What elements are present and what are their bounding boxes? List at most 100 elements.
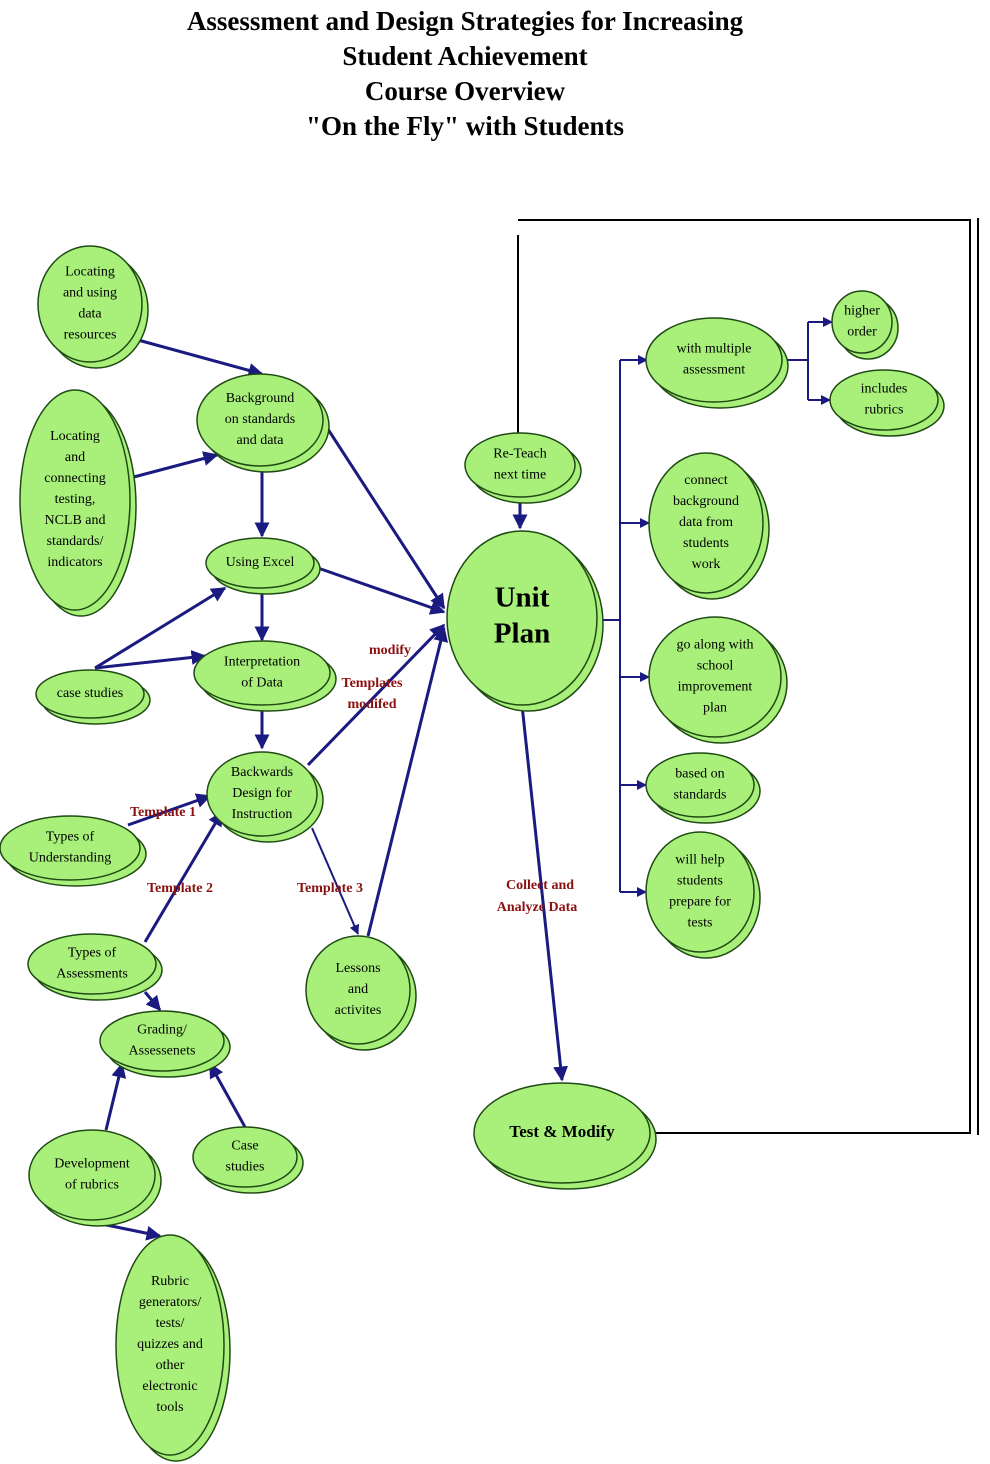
- node-shape: [206, 751, 318, 837]
- node-label: data from: [679, 515, 733, 530]
- node-label: students: [677, 874, 723, 889]
- node-label: order: [847, 325, 877, 340]
- node-label: Plan: [494, 618, 550, 650]
- node-shape: [28, 1129, 156, 1221]
- node-label: Types of: [46, 830, 95, 845]
- edge-arrow: [143, 991, 162, 1012]
- edge-label-collect-2: Analyze Data: [497, 900, 578, 915]
- edge-label-templates-modified-1: Templates: [342, 676, 403, 691]
- node-label: rubrics: [865, 403, 904, 418]
- node-shape: [648, 452, 764, 594]
- node-label: with multiple: [676, 342, 751, 357]
- node-label: data: [78, 307, 102, 322]
- node-label: and: [65, 450, 85, 465]
- node-shape: [446, 530, 598, 706]
- node-label: higher: [844, 304, 880, 319]
- node-background: Background on standards and data: [196, 373, 330, 473]
- node-label: Test & Modify: [509, 1122, 615, 1141]
- edge-arrow: [127, 793, 212, 827]
- node-label: tools: [156, 1400, 183, 1415]
- node-label: activites: [335, 1003, 382, 1018]
- edge-arrow: [208, 1062, 247, 1128]
- node-label: of rubrics: [65, 1178, 119, 1193]
- edge-arrow: [520, 704, 569, 1082]
- edge-arrow: [94, 650, 207, 670]
- node-label: and using: [63, 286, 117, 301]
- node-label: school: [697, 659, 734, 674]
- node-shape: [19, 389, 131, 611]
- node-label: Assessments: [56, 967, 128, 982]
- edge-arrow: [94, 586, 227, 670]
- edge-arrow: [104, 1062, 127, 1131]
- node-grading: Grading/Assessenets: [99, 1010, 231, 1078]
- node-label: plan: [703, 701, 727, 716]
- edge-arrow: [129, 451, 219, 480]
- node-label: background: [673, 494, 739, 509]
- node-label: students: [683, 536, 729, 551]
- edge-arrow: [317, 566, 446, 615]
- node-case-studies-1: case studies: [35, 669, 151, 725]
- edge-label-template2: Template 2: [147, 881, 213, 896]
- node-label: testing,: [55, 492, 96, 507]
- node-label: Background: [226, 391, 294, 406]
- title-line-2: Student Achievement: [342, 41, 588, 71]
- node-label: Development: [54, 1157, 130, 1172]
- node-shape: [205, 537, 315, 589]
- node-shape: [0, 815, 141, 881]
- node-label: and: [348, 982, 368, 997]
- node-shape: [115, 1234, 225, 1456]
- node-shape: [648, 616, 782, 738]
- node-using-excel: Using Excel: [205, 537, 321, 595]
- edge-label-templates-modified-2: modifed: [348, 697, 397, 712]
- node-shape: [645, 752, 755, 818]
- node-multiple-assessment: with multiple assessment: [645, 317, 789, 409]
- node-label: Instruction: [232, 807, 293, 822]
- node-label: assessment: [683, 363, 745, 378]
- node-shape: [305, 935, 411, 1045]
- node-label: Re-Teach: [493, 447, 546, 462]
- node-types-understanding: Types of Understanding: [0, 815, 147, 887]
- edge-arrow: [143, 810, 224, 943]
- node-label: work: [692, 557, 721, 572]
- node-label: other: [156, 1358, 185, 1373]
- node-label: based on: [675, 767, 724, 782]
- node-label: Understanding: [29, 851, 111, 866]
- node-label: tests: [688, 916, 713, 931]
- title-line-3: Course Overview: [364, 76, 566, 106]
- edge-label-template3: Template 3: [297, 881, 363, 896]
- diagram-title: Assessment and Design Strategies for Inc…: [0, 4, 930, 144]
- node-shape: [99, 1010, 225, 1072]
- edge-arrow: [137, 338, 264, 378]
- title-line-1: Assessment and Design Strategies for Inc…: [186, 6, 744, 36]
- node-label: Grading/: [137, 1023, 187, 1038]
- node-shape: [196, 373, 324, 467]
- edge-label-modify: modify: [369, 643, 411, 658]
- node-label: and data: [236, 433, 284, 448]
- node-shape: [35, 669, 145, 719]
- node-label: Assessenets: [129, 1044, 196, 1059]
- node-label: Locating: [50, 429, 100, 444]
- node-development-rubrics: Development of rubrics: [28, 1129, 162, 1227]
- node-label: will help: [675, 853, 724, 868]
- edge-arrow: [306, 623, 446, 767]
- node-label: quizzes and: [137, 1337, 203, 1352]
- node-shape: [192, 1126, 298, 1188]
- feedback-loop: [517, 218, 979, 1135]
- node-shape: [831, 290, 893, 354]
- node-label: on standards: [225, 412, 295, 427]
- edge-arrow: [311, 827, 360, 935]
- title-line-4: "On the Fly" with Students: [305, 111, 625, 141]
- node-label: NCLB and: [44, 513, 105, 528]
- node-label: Unit: [495, 582, 550, 614]
